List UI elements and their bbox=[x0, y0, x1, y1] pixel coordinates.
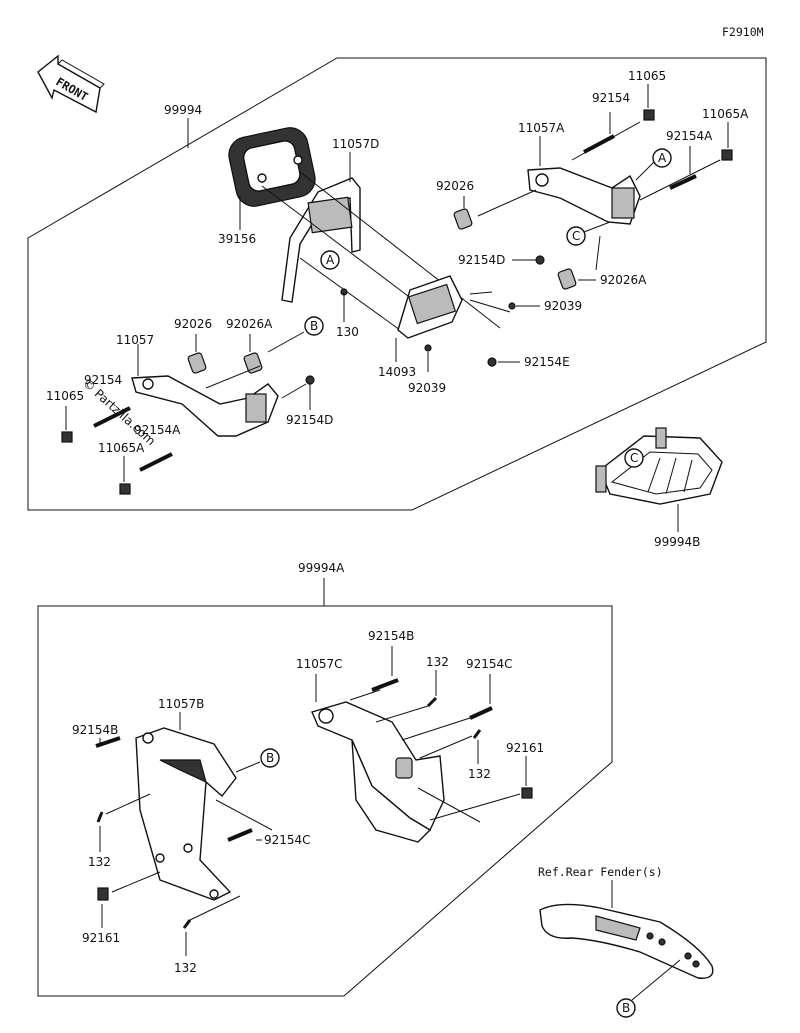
part-92161-right: 92161 bbox=[506, 741, 544, 755]
assembly-99994A: 99994A bbox=[298, 561, 345, 575]
part-92154-right: 92154 bbox=[592, 91, 630, 105]
part-92161-left: 92161 bbox=[82, 931, 120, 945]
side-plate-left bbox=[131, 375, 279, 437]
part-132-bottom: 132 bbox=[174, 961, 197, 975]
part-92154A-left: 92154A bbox=[134, 423, 181, 437]
part-132-left: 132 bbox=[88, 855, 111, 869]
nut-92161-right-icon bbox=[521, 787, 533, 799]
part-11065A-right: 11065A bbox=[702, 107, 749, 121]
part-11057D: 11057D bbox=[332, 137, 379, 151]
diagram-code: F2910M bbox=[722, 25, 764, 39]
nut-11065-left-icon bbox=[61, 431, 73, 443]
callout-c-right: C bbox=[566, 226, 586, 246]
part-92026A-right: 92026A bbox=[600, 273, 647, 287]
backrest-upright bbox=[281, 177, 361, 303]
part-11065-right: 11065 bbox=[628, 69, 666, 83]
part-39156: 39156 bbox=[218, 232, 256, 246]
bolt-92154B-top-icon bbox=[371, 678, 399, 692]
bolt-92154C-top-icon bbox=[469, 706, 493, 720]
part-11057: 11057 bbox=[116, 333, 154, 347]
part-11057C: 11057C bbox=[296, 657, 343, 671]
callout-b-fender: B bbox=[616, 998, 636, 1018]
part-11057B: 11057B bbox=[158, 697, 204, 711]
screw-132-left-icon bbox=[96, 811, 104, 823]
bolt-92154B-left-icon bbox=[95, 736, 121, 748]
part-92154D-right: 92154D bbox=[458, 253, 505, 267]
part-99994B: 99994B bbox=[654, 535, 700, 549]
bolt-92154-right-icon bbox=[583, 134, 615, 154]
nut-92161-left-icon bbox=[97, 887, 109, 901]
part-132-mid: 132 bbox=[468, 767, 491, 781]
part-11057A: 11057A bbox=[518, 121, 565, 135]
front-arrow-icon: FRONT bbox=[37, 54, 105, 114]
screw-132-mid-icon bbox=[472, 729, 482, 739]
screw-92154D-left-icon bbox=[305, 375, 315, 385]
part-11065A-left: 11065A bbox=[98, 441, 145, 455]
part-92039-a: 92039 bbox=[544, 299, 582, 313]
side-bracket-b bbox=[135, 727, 237, 901]
bolt-92154-left-icon bbox=[93, 406, 131, 428]
callout-a-right: A bbox=[652, 148, 672, 168]
svg-text:B: B bbox=[622, 1001, 630, 1015]
backrest-pad bbox=[228, 127, 316, 207]
nut-11065-right-icon bbox=[643, 109, 655, 121]
svg-text:B: B bbox=[266, 751, 274, 765]
callout-b-top: B bbox=[304, 316, 324, 336]
nut-11065A-right-icon bbox=[721, 149, 733, 161]
screw-92039-icon bbox=[508, 302, 516, 310]
part-14093: 14093 bbox=[378, 365, 416, 379]
screw-92039b-icon bbox=[424, 344, 432, 352]
bolt-92154C-left-icon bbox=[227, 828, 253, 842]
bottom-group-frame bbox=[37, 605, 613, 997]
bolt-92154A-left-icon bbox=[139, 452, 173, 472]
part-92154B-top: 92154B bbox=[368, 629, 414, 643]
screw-132-bottom-icon bbox=[182, 919, 192, 929]
mount-plate bbox=[397, 275, 463, 339]
spacer-92026-right-icon bbox=[453, 208, 473, 230]
rear-fender bbox=[539, 903, 714, 979]
part-92039-b: 92039 bbox=[408, 381, 446, 395]
assembly-99994: 99994 bbox=[164, 103, 202, 117]
svg-text:A: A bbox=[326, 253, 335, 267]
side-plate-right bbox=[527, 167, 641, 225]
part-92154B-left: 92154B bbox=[72, 723, 118, 737]
nut-11065A-left-icon bbox=[119, 483, 131, 495]
screw-92154D-right-icon bbox=[535, 255, 545, 265]
part-92154D-left: 92154D bbox=[286, 413, 333, 427]
bolt-92154A-right-icon bbox=[669, 174, 697, 190]
part-92154A-right: 92154A bbox=[666, 129, 713, 143]
spacer-92026A-right-icon bbox=[557, 268, 577, 290]
reference-note: Ref.Rear Fender(s) bbox=[538, 865, 663, 879]
top-group-frame bbox=[27, 57, 767, 511]
spacer-92026-left-icon bbox=[187, 352, 207, 374]
luggage-rack bbox=[595, 427, 723, 505]
part-92154E: 92154E bbox=[524, 355, 570, 369]
svg-text:C: C bbox=[630, 451, 638, 465]
part-92026-left: 92026 bbox=[174, 317, 212, 331]
spacer-92026A-left-icon bbox=[243, 352, 263, 374]
side-bracket-c bbox=[311, 701, 445, 843]
screw-92154E-icon bbox=[487, 357, 497, 367]
part-92154-left: 92154 bbox=[84, 373, 122, 387]
callout-c-rack: C bbox=[624, 448, 644, 468]
callout-b-bracket: B bbox=[260, 748, 280, 768]
svg-text:B: B bbox=[310, 319, 318, 333]
part-92026-right: 92026 bbox=[436, 179, 474, 193]
callout-a-left: A bbox=[320, 250, 340, 270]
part-11065-left: 11065 bbox=[46, 389, 84, 403]
svg-text:C: C bbox=[572, 229, 580, 243]
screw-132-top-icon bbox=[426, 696, 438, 708]
part-130: 130 bbox=[336, 325, 359, 339]
part-92154C-left: 92154C bbox=[264, 833, 311, 847]
screw-130-icon bbox=[340, 288, 348, 322]
part-92026A-left: 92026A bbox=[226, 317, 273, 331]
part-132-top: 132 bbox=[426, 655, 449, 669]
svg-text:A: A bbox=[658, 151, 667, 165]
part-92154C-top: 92154C bbox=[466, 657, 513, 671]
